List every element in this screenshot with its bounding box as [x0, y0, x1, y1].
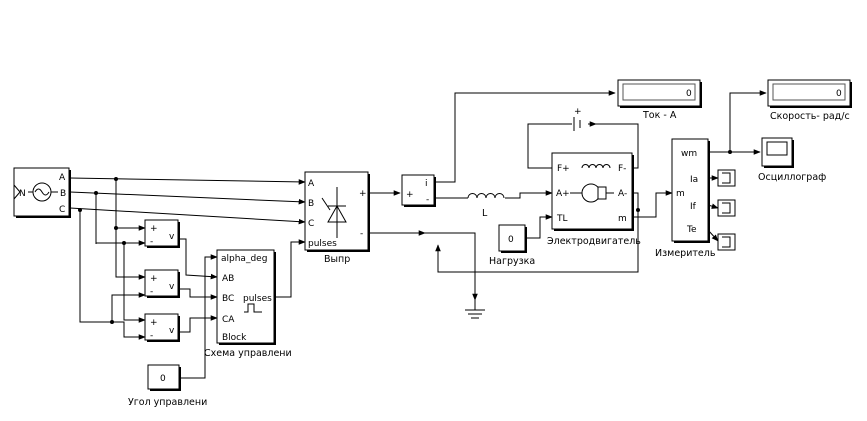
ground-icon	[465, 300, 485, 319]
vm3-port-v: v	[169, 326, 175, 336]
control-port-block: Block	[222, 333, 247, 343]
current-measurement[interactable]: i + -	[401, 174, 436, 207]
load-label: Нагрузка	[489, 256, 535, 267]
terminator-ia	[717, 169, 736, 187]
angle-label: Угол управлени	[128, 397, 207, 408]
control-circuit-block[interactable]: alpha_deg AB BC CA Block pulses Схема уп…	[204, 249, 292, 359]
control-port-pulses: pulses	[243, 294, 272, 304]
vm2-port-v: v	[169, 282, 175, 292]
motor-port-tl: TL	[556, 214, 568, 224]
source-port-b: B	[60, 189, 66, 199]
angle-constant[interactable]: 0 Угол управлени	[128, 364, 207, 408]
current-meas-port-i: i	[425, 179, 428, 189]
motor-icon	[570, 164, 614, 203]
motor-port-a-plus: A+	[556, 189, 570, 199]
oscilloscope[interactable]: Осциллограф	[758, 137, 826, 183]
meter-port-if: If	[690, 202, 697, 212]
current-display[interactable]: 0 Ток - А	[617, 79, 702, 121]
control-port-ca: CA	[222, 315, 235, 325]
speed-display[interactable]: 0 Скорость- рад/с	[767, 79, 852, 122]
control-port-ab: AB	[222, 274, 234, 284]
scope-label: Осциллограф	[758, 172, 826, 183]
rectifier-bridge[interactable]: A B C pulses + - Выпр	[304, 171, 370, 265]
vm1-port-plus: +	[150, 224, 158, 234]
load-constant[interactable]: 0 Нагрузка	[489, 224, 535, 267]
terminator-if	[717, 199, 736, 217]
current-display-value: 0	[686, 89, 692, 99]
rectifier-port-minus: -	[360, 229, 363, 239]
meter-port-wm: wm	[681, 149, 697, 159]
field-source-icon: +	[562, 107, 597, 131]
speed-display-value: 0	[836, 89, 842, 99]
motor-port-f-minus: F-	[618, 164, 626, 174]
meter-port-te: Te	[686, 225, 697, 235]
inductor[interactable]: L	[467, 193, 505, 220]
control-port-bc: BC	[222, 294, 234, 304]
rectifier-port-a: A	[308, 179, 315, 189]
signal-lines	[69, 90, 767, 379]
terminator-te	[717, 233, 736, 251]
motor-port-a-minus: A-	[618, 189, 627, 199]
rectifier-port-pulses: pulses	[308, 239, 337, 249]
voltmeter-1[interactable]: + - v	[144, 219, 180, 248]
rectifier-port-plus: +	[359, 189, 367, 199]
current-meas-port-minus: -	[426, 195, 429, 205]
current-display-label: Ток - А	[642, 110, 677, 121]
thyristor-icon	[321, 187, 347, 238]
vm2-port-plus: +	[150, 274, 158, 284]
angle-value: 0	[160, 374, 166, 384]
junction-dots	[78, 150, 732, 324]
three-phase-source[interactable]: N A B C	[13, 167, 71, 218]
dc-motor[interactable]: F+ F- A+ A- TL m Электродвигатель	[547, 152, 641, 247]
rectifier-label: Выпр	[324, 254, 350, 265]
svg-text:+: +	[574, 107, 582, 117]
meter-label: Измеритель	[655, 248, 716, 259]
control-port-alpha: alpha_deg	[221, 254, 267, 264]
source-port-a: A	[59, 173, 66, 183]
voltmeter-3[interactable]: + - v	[144, 313, 180, 342]
vm2-port-minus: -	[150, 287, 153, 297]
motor-label: Электродвигатель	[547, 236, 641, 247]
rectifier-port-b: B	[308, 199, 314, 209]
voltmeter-2[interactable]: + - v	[144, 269, 180, 298]
meter-port-ia: Ia	[690, 175, 698, 185]
speed-display-label: Скорость- рад/с	[770, 111, 850, 122]
vm1-port-v: v	[169, 232, 175, 242]
control-label: Схема управлени	[204, 348, 292, 359]
vm1-port-minus: -	[150, 237, 153, 247]
load-value: 0	[508, 235, 514, 245]
vm3-port-minus: -	[150, 331, 153, 341]
source-port-n: N	[19, 189, 26, 199]
motor-port-m: m	[618, 214, 627, 224]
rectifier-port-c: C	[308, 219, 314, 229]
inductor-label: L	[482, 208, 488, 219]
meter-port-m: m	[676, 189, 685, 199]
source-port-c: C	[59, 205, 65, 215]
motor-port-f-plus: F+	[557, 164, 570, 174]
current-meas-port-plus: +	[406, 190, 414, 200]
machine-measurement[interactable]: m wm Ia If Te Измеритель	[655, 138, 716, 259]
vm3-port-plus: +	[150, 318, 158, 328]
